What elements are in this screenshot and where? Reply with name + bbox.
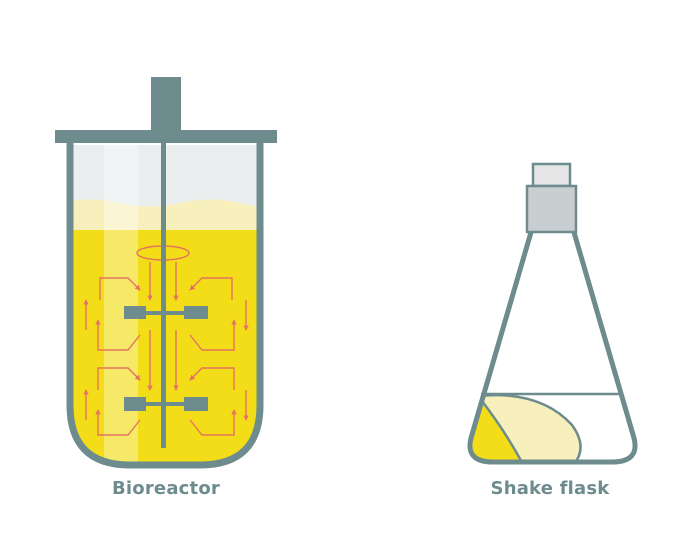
flow-loop-right-1: [189, 277, 233, 300]
bioreactor-flow-arrows: [83, 245, 249, 436]
flask-stopper-top: [531, 162, 572, 188]
flow-loop-right-3: [189, 367, 235, 390]
flow-loop-left-2: [95, 319, 141, 351]
agitator-shaft: [161, 140, 166, 448]
flow-loop-right-2: [189, 319, 237, 351]
shake-flask: [467, 162, 638, 465]
bioreactor-glass-highlight: [104, 145, 138, 465]
lower-impeller: [124, 397, 208, 411]
bioreactor-foam-layer: [70, 199, 260, 232]
bioreactor-label: Bioreactor: [111, 478, 220, 499]
bioreactor: [55, 77, 277, 469]
bioreactor-lid: [55, 130, 277, 143]
flow-loop-left-1: [99, 277, 141, 300]
flow-loop-left-4: [95, 409, 141, 436]
shake-flask-label: Shake flask: [490, 478, 610, 499]
bioreactor-vessel-wall: [66, 143, 264, 469]
flow-loop-right-4: [189, 409, 237, 436]
agitator-motor-housing: [151, 77, 181, 132]
flask-stopper-plug: [525, 184, 578, 234]
flow-loop-left-3: [97, 367, 141, 390]
upper-impeller: [124, 306, 208, 319]
flask-swirled-liquid: [478, 395, 581, 462]
flask-liquid-wave-line: [477, 393, 582, 462]
flask-outline: [467, 186, 638, 465]
